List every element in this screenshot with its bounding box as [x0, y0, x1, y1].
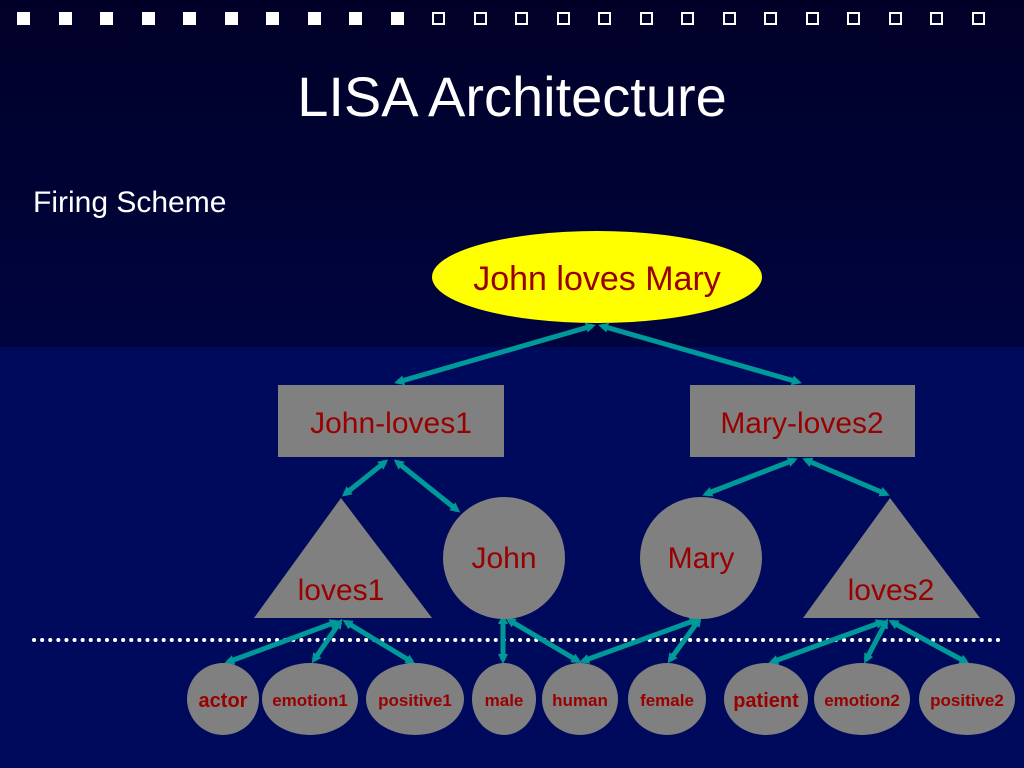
progress-square-filled: [266, 12, 279, 25]
progress-square-empty: [764, 12, 777, 25]
subproposition-node-john-loves1: [278, 385, 504, 457]
predicate-node-loves2: [803, 498, 980, 618]
arrow-loves1-emotion1: [311, 618, 343, 664]
arrow-mary-loves2-mary: [702, 457, 798, 497]
semantic-label-positive2: positive2: [930, 691, 1004, 710]
progress-square-empty: [888, 12, 902, 25]
progress-square-filled: [183, 12, 196, 25]
object-label-mary: Mary: [668, 542, 735, 575]
semantic-label-female: female: [640, 691, 694, 710]
semantic-label-patient: patient: [733, 690, 799, 712]
progress-square-filled: [307, 12, 321, 25]
arrow-john-loves1-loves1: [341, 459, 389, 497]
semantic-node-female: [628, 663, 706, 735]
arrow-loves2-patient: [768, 619, 886, 665]
object-node-john: [443, 497, 565, 619]
subproposition-label-mary-loves2: Mary-loves2: [720, 407, 883, 440]
progress-square-empty: [847, 12, 860, 25]
arrow-loves1-actor: [224, 619, 340, 665]
progress-square-filled: [349, 12, 362, 25]
arrow-loves2-positive2: [888, 619, 970, 665]
arrow-john-loves1-john: [393, 459, 461, 513]
arrow-loves2-emotion2: [863, 618, 889, 664]
semantic-label-positive1: positive1: [378, 691, 452, 710]
progress-square-empty: [432, 12, 445, 25]
progress-square-filled: [141, 12, 155, 25]
progress-square-empty: [598, 12, 611, 25]
arrow-john-human: [505, 617, 582, 664]
semantic-label-emotion2: emotion2: [824, 691, 900, 710]
arrow-mary-female: [667, 616, 702, 664]
arrow-proposition-john-loves1: [394, 322, 596, 386]
semantic-node-actor: [187, 663, 259, 735]
progress-square-empty: [930, 12, 943, 25]
predicate-node-loves1: [254, 498, 432, 618]
object-label-john: John: [471, 542, 536, 575]
predicate-label-loves2: loves2: [848, 574, 935, 607]
semantic-node-male: [472, 663, 536, 735]
semantic-node-patient: [724, 663, 808, 735]
semantic-label-human: human: [552, 691, 608, 710]
semantic-label-male: male: [485, 691, 524, 710]
semantic-node-positive2: [919, 663, 1015, 735]
object-node-mary: [640, 497, 762, 619]
semantic-node-emotion2: [814, 663, 910, 735]
progress-square-filled: [58, 12, 72, 25]
connection-arrows: [224, 322, 970, 665]
arrow-proposition-mary-loves2: [598, 322, 802, 386]
subproposition-label-john-loves1: John-loves1: [310, 407, 472, 440]
progress-square-empty: [971, 12, 985, 25]
slide-title: LISA Architecture: [297, 65, 727, 128]
progress-square-empty: [473, 12, 487, 25]
arrow-mary-loves2-loves2: [802, 457, 890, 497]
progress-square-filled: [390, 12, 404, 25]
progress-square-empty: [805, 12, 819, 25]
progress-square-filled: [224, 12, 238, 25]
semantic-node-positive1: [366, 663, 464, 735]
proposition-label: John loves Mary: [473, 260, 721, 298]
predicate-label-loves1: loves1: [298, 574, 385, 607]
progress-square-empty: [681, 12, 694, 25]
progress-square-empty: [556, 12, 570, 25]
subproposition-node-mary-loves2: [690, 385, 915, 457]
semantic-node-human: [542, 663, 618, 735]
slide-subtitle: Firing Scheme: [33, 186, 227, 219]
semantic-node-emotion1: [262, 663, 358, 735]
progress-square-filled: [100, 12, 113, 25]
arrow-loves1-positive1: [342, 619, 416, 665]
progress-square-filled: [17, 12, 30, 25]
progress-square-empty: [515, 12, 528, 25]
progress-square-empty: [639, 12, 653, 25]
progress-square-empty: [722, 12, 736, 25]
semantic-label-emotion1: emotion1: [272, 691, 348, 710]
proposition-node: [432, 231, 762, 323]
semantic-label-actor: actor: [199, 690, 248, 712]
